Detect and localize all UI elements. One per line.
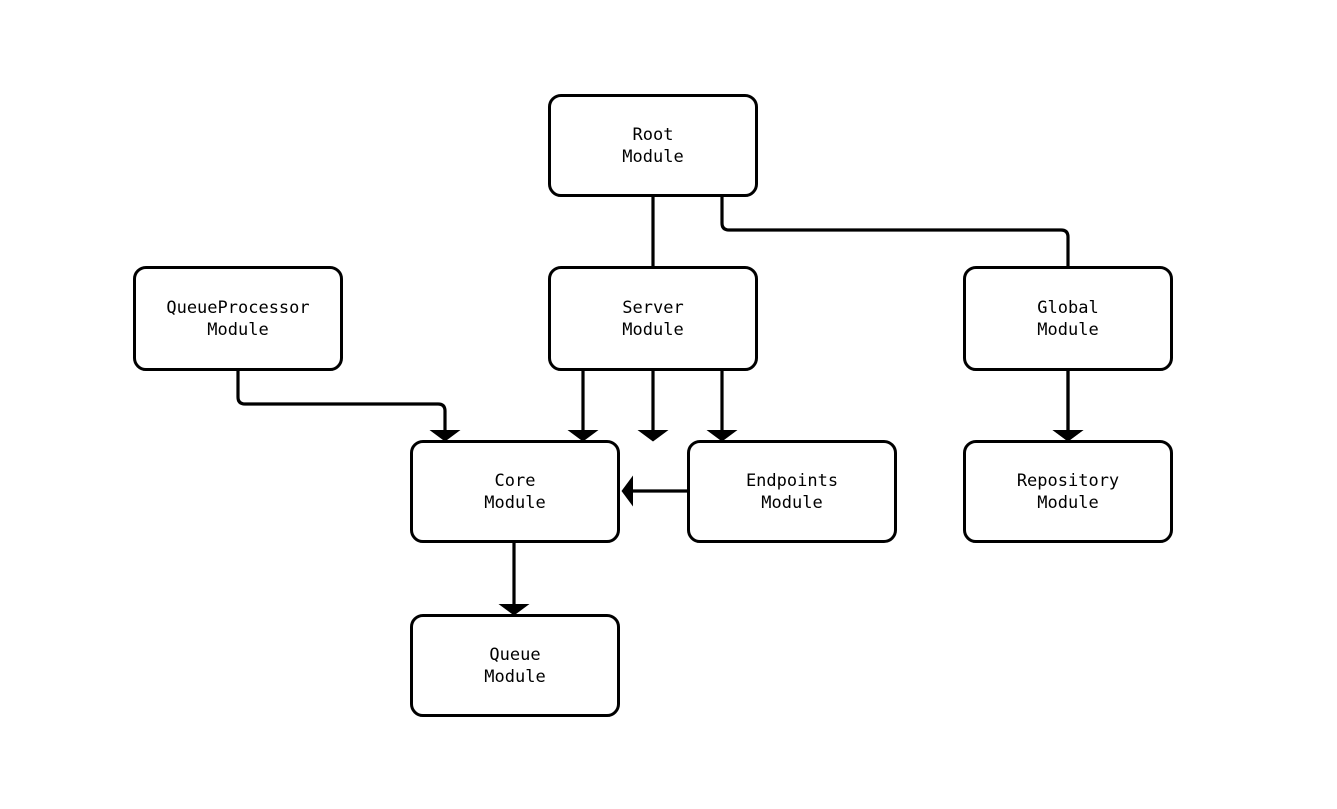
edge-endpoints-to-core (621, 475, 687, 507)
node-label-queue-module: Queue Module (484, 644, 546, 687)
node-repository-module[interactable]: Repository Module (963, 440, 1173, 543)
node-queue-module[interactable]: Queue Module (410, 614, 620, 717)
node-root-module[interactable]: Root Module (548, 94, 758, 197)
node-label-global-module: Global Module (1037, 297, 1099, 340)
edge-queueprocessor-to-core (236, 371, 461, 442)
node-queueprocessor-module[interactable]: QueueProcessor Module (133, 266, 343, 371)
node-server-module[interactable]: Server Module (548, 266, 758, 371)
edge-global-to-repository (1052, 371, 1084, 442)
edge-server-to-endpoints (706, 371, 738, 442)
node-core-module[interactable]: Core Module (410, 440, 620, 543)
node-label-queueprocessor-module: QueueProcessor Module (166, 297, 310, 340)
node-label-endpoints-module: Endpoints Module (745, 470, 839, 513)
node-label-repository-module: Repository Module (1016, 470, 1120, 513)
node-label-server-module: Server Module (622, 297, 684, 340)
node-label-core-module: Core Module (484, 470, 546, 513)
node-global-module[interactable]: Global Module (963, 266, 1173, 371)
edge-server-to-core (567, 371, 599, 442)
node-endpoints-module[interactable]: Endpoints Module (687, 440, 897, 543)
node-label-root-module: Root Module (622, 124, 684, 167)
edge-core-to-queue (498, 543, 530, 616)
